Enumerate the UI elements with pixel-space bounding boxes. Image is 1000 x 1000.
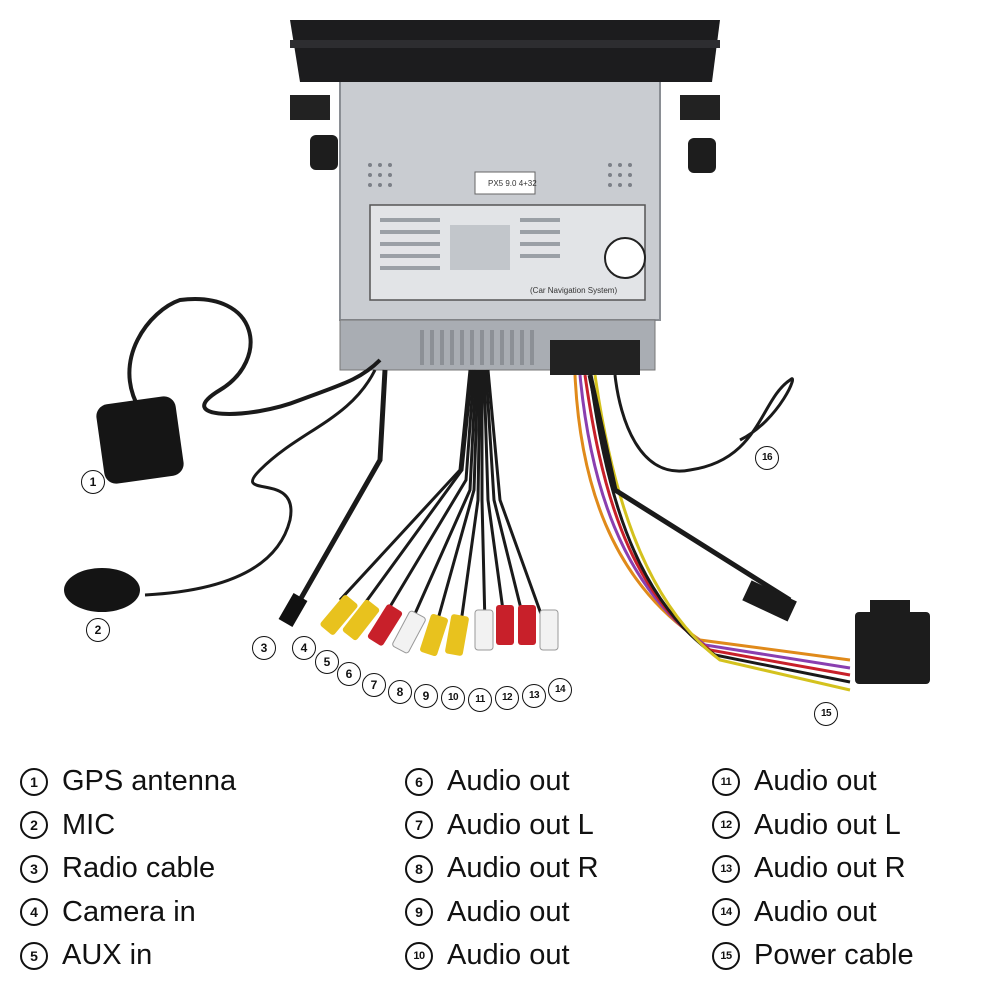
- legend-label: Power cable: [754, 939, 914, 972]
- legend-number: 1: [20, 767, 48, 796]
- callout-12: 12: [495, 686, 519, 710]
- legend-label: GPS antenna: [62, 765, 237, 798]
- legend-item: 11 Audio out: [712, 760, 914, 804]
- legend-number: 4: [20, 898, 48, 927]
- legend-number: 10: [405, 941, 433, 970]
- legend-label: AUX in: [62, 939, 153, 972]
- legend-item: 14 Audio out: [712, 891, 914, 935]
- legend-item: 13 Audio out R: [712, 847, 914, 891]
- legend: 1 GPS antenna 2 MIC 3 Radio cable 4 Camera i…: [0, 760, 1000, 990]
- callout-1: 1: [81, 470, 105, 494]
- legend-item: 8 Audio out R: [405, 847, 599, 891]
- legend-number: 6: [405, 767, 433, 796]
- legend-label: Audio out: [754, 765, 877, 798]
- extension-cable: [613, 374, 795, 473]
- legend-label: Audio out: [754, 895, 877, 928]
- legend-number: 8: [405, 854, 433, 883]
- legend-item: 7 Audio out L: [405, 804, 599, 848]
- legend-number: 14: [712, 898, 740, 927]
- power-harness: [573, 374, 851, 692]
- legend-item: 9 Audio out: [405, 891, 599, 935]
- legend-label: Audio out: [447, 765, 570, 798]
- legend-label: Audio out L: [754, 808, 901, 841]
- legend-column-1: 1 GPS antenna 2 MIC 3 Radio cable 4 Camera i…: [20, 760, 236, 978]
- radio-cable: [278, 369, 388, 627]
- callout-8: 8: [388, 680, 412, 704]
- product-photo: (Car Navigation System) PX5 9.0 4+32: [64, 20, 930, 692]
- legend-label: Audio out: [447, 939, 570, 972]
- legend-number: 13: [712, 854, 740, 883]
- legend-number: 5: [20, 941, 48, 970]
- legend-label: Audio out R: [447, 852, 599, 885]
- legend-label: Radio cable: [62, 852, 216, 885]
- head-unit: (Car Navigation System) PX5 9.0 4+32: [290, 20, 720, 375]
- callout-11: 11: [468, 688, 492, 712]
- legend-label: Audio out: [447, 895, 570, 928]
- legend-number: 7: [405, 811, 433, 840]
- rca-bundle: [338, 369, 547, 631]
- legend-number: 3: [20, 854, 48, 883]
- callout-4: 4: [292, 636, 316, 660]
- legend-label: Audio out L: [447, 808, 594, 841]
- callout-13: 13: [522, 684, 546, 708]
- legend-number: 2: [20, 811, 48, 840]
- callout-6: 6: [337, 662, 361, 686]
- legend-item: 10 Audio out: [405, 934, 599, 978]
- gps-antenna: [96, 297, 382, 484]
- callout-10: 10: [441, 686, 465, 710]
- legend-number: 9: [405, 898, 433, 927]
- sticker-system-text: (Car Navigation System): [530, 286, 617, 295]
- callout-15: 15: [814, 702, 838, 726]
- legend-label: Camera in: [62, 895, 196, 928]
- callout-5: 5: [315, 650, 339, 674]
- callout-7: 7: [362, 673, 386, 697]
- legend-item: 6 Audio out: [405, 760, 599, 804]
- legend-number: 15: [712, 941, 740, 970]
- legend-label: Audio out R: [754, 852, 906, 885]
- legend-label: MIC: [62, 808, 116, 841]
- legend-item: 5 AUX in: [20, 934, 236, 978]
- legend-number: 11: [712, 767, 740, 796]
- legend-item: 1 GPS antenna: [20, 760, 236, 804]
- callout-14: 14: [548, 678, 572, 702]
- power-connector: [855, 612, 930, 684]
- legend-item: 2 MIC: [20, 804, 236, 848]
- microphone: [64, 369, 377, 612]
- callout-9: 9: [414, 684, 438, 708]
- callout-2: 2: [86, 618, 110, 642]
- callout-3: 3: [252, 636, 276, 660]
- legend-item: 3 Radio cable: [20, 847, 236, 891]
- sticker-model-text: PX5 9.0 4+32: [488, 179, 537, 188]
- legend-item: 15 Power cable: [712, 934, 914, 978]
- legend-item: 4 Camera in: [20, 891, 236, 935]
- rca-plugs: [320, 595, 559, 657]
- legend-number: 12: [712, 811, 740, 840]
- legend-item: 12 Audio out L: [712, 804, 914, 848]
- callout-16: 16: [755, 446, 779, 470]
